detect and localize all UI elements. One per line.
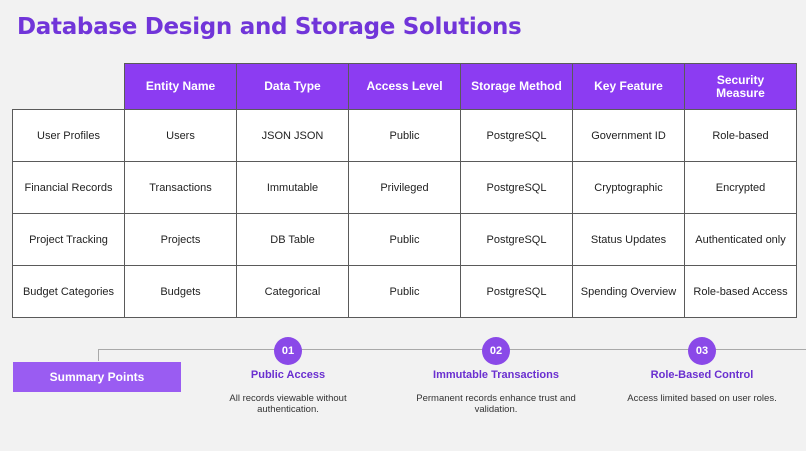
header-empty-cell	[12, 63, 125, 110]
table-cell: JSON JSON	[236, 109, 349, 162]
header-security-measure: Security Measure	[684, 63, 797, 110]
table-cell: Transactions	[124, 161, 237, 214]
header-storage-method: Storage Method	[460, 63, 573, 110]
page-title: Database Design and Storage Solutions	[17, 14, 522, 40]
table-cell: Authenticated only	[684, 213, 797, 266]
table-header-row: Entity Name Data Type Access Level Stora…	[12, 63, 797, 110]
summary-points-badge: Summary Points	[13, 362, 181, 392]
row-label: Financial Records	[12, 161, 125, 214]
table-cell: PostgreSQL	[460, 109, 573, 162]
point-description: Access limited based on user roles.	[627, 393, 777, 404]
table-cell: Public	[348, 265, 461, 318]
row-label: Budget Categories	[12, 265, 125, 318]
header-key-feature: Key Feature	[572, 63, 685, 110]
table-cell: Users	[124, 109, 237, 162]
point-description: All records viewable without authenticat…	[229, 393, 347, 415]
summary-connector-drop	[98, 349, 99, 361]
table-cell: Government ID	[572, 109, 685, 162]
table-cell: Role-based	[684, 109, 797, 162]
table-cell: PostgreSQL	[460, 161, 573, 214]
table-cell: Privileged	[348, 161, 461, 214]
table-cell: Encrypted	[684, 161, 797, 214]
table-cell: Spending Overview	[572, 265, 685, 318]
header-access-level: Access Level	[348, 63, 461, 110]
table-row: User Profiles Users JSON JSON Public Pos…	[12, 109, 797, 162]
row-label: User Profiles	[12, 109, 125, 162]
table-cell: Budgets	[124, 265, 237, 318]
table-cell: DB Table	[236, 213, 349, 266]
row-label: Project Tracking	[12, 213, 125, 266]
table-row: Budget Categories Budgets Categorical Pu…	[12, 265, 797, 318]
table-cell: Public	[348, 109, 461, 162]
table-cell: PostgreSQL	[460, 213, 573, 266]
table-cell: Projects	[124, 213, 237, 266]
table-row: Project Tracking Projects DB Table Publi…	[12, 213, 797, 266]
table-cell: Categorical	[236, 265, 349, 318]
table-cell: Cryptographic	[572, 161, 685, 214]
table-cell: Immutable	[236, 161, 349, 214]
point-description: Permanent records enhance trust and vali…	[416, 393, 576, 415]
point-title: Immutable Transactions	[433, 369, 559, 381]
header-entity-name: Entity Name	[124, 63, 237, 110]
point-title: Public Access	[250, 369, 326, 381]
table-cell: Public	[348, 213, 461, 266]
point-title: Role-Based Control	[650, 369, 754, 381]
point-number-badge: 02	[482, 337, 510, 365]
point-number-badge: 03	[688, 337, 716, 365]
table-row: Financial Records Transactions Immutable…	[12, 161, 797, 214]
header-data-type: Data Type	[236, 63, 349, 110]
data-table: Entity Name Data Type Access Level Stora…	[12, 63, 797, 318]
table-cell: Status Updates	[572, 213, 685, 266]
point-number-badge: 01	[274, 337, 302, 365]
table-cell: PostgreSQL	[460, 265, 573, 318]
summary-connector-line	[98, 349, 806, 350]
table-cell: Role-based Access	[684, 265, 797, 318]
